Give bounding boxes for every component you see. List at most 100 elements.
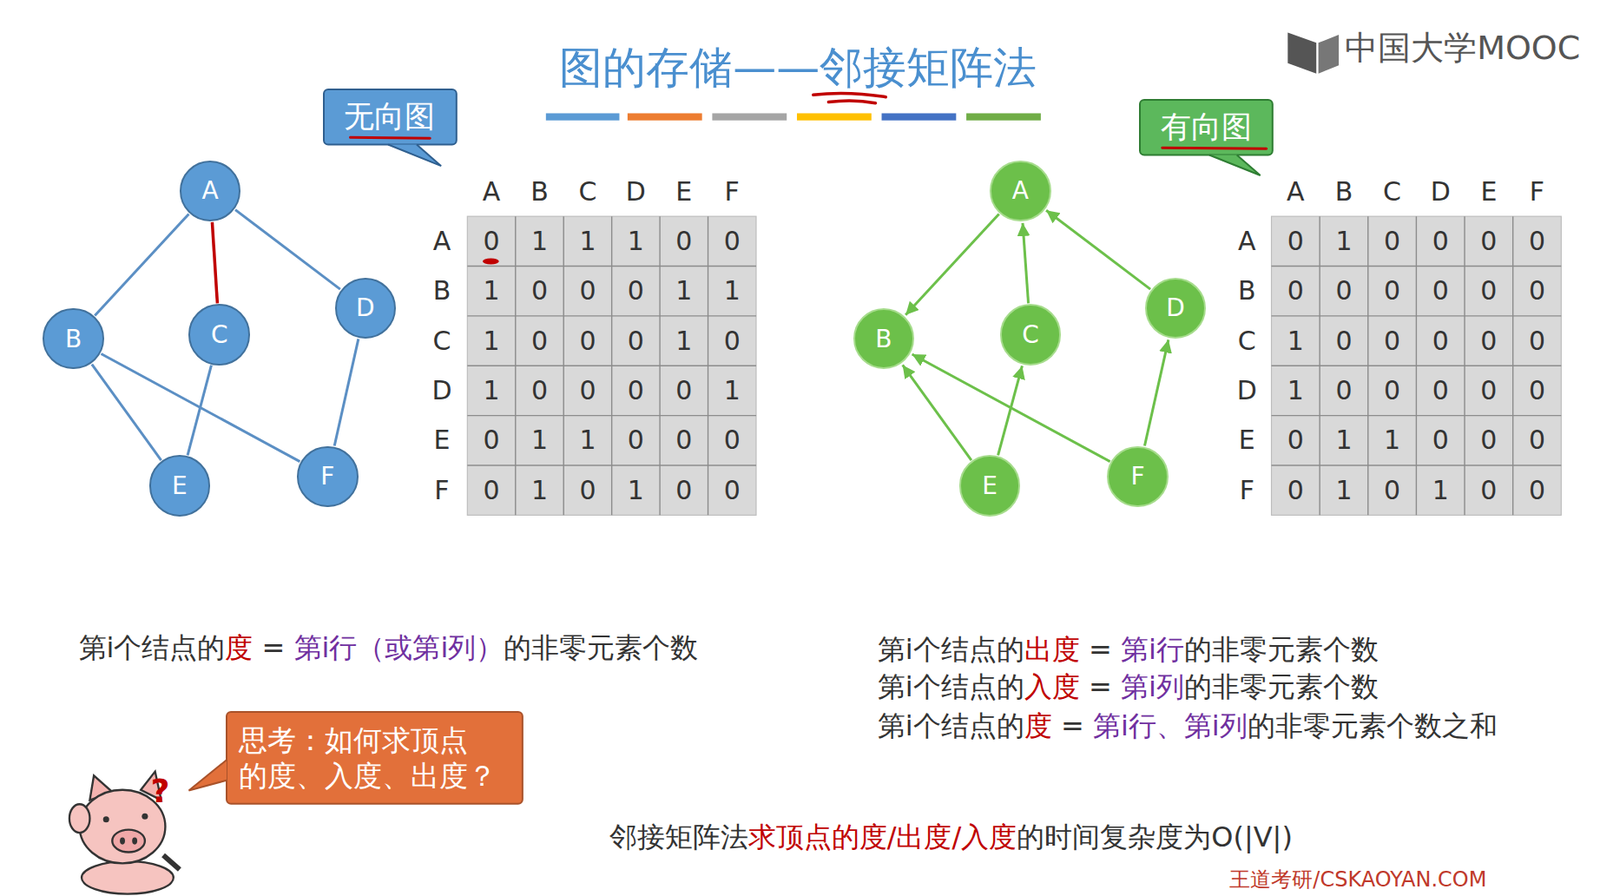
matrix-cell: 0 (579, 375, 596, 407)
color-bars (711, 112, 787, 120)
matrix-cell: 1 (1287, 325, 1304, 357)
matrix-cell: 1 (627, 474, 645, 507)
matrix-cell: 0 (1432, 424, 1449, 456)
text-segment: 度 (224, 631, 253, 665)
matrix-cell: 0 (675, 225, 692, 257)
matrix-cell: 0 (1287, 424, 1304, 456)
callout-shape (188, 760, 226, 791)
matrix-grid (1271, 216, 1562, 515)
text-segment: = (1052, 708, 1094, 742)
red-mark (482, 257, 500, 264)
row-header: C (432, 325, 451, 357)
callout-shape (1162, 147, 1267, 149)
matrix-cell: 0 (1287, 275, 1304, 307)
matrix-cell: 0 (1528, 225, 1546, 257)
graph-edge (235, 210, 341, 290)
page-title: 图的存储——邻接矩阵法 (559, 41, 1037, 94)
text-segment: = (1079, 632, 1121, 666)
row-header: B (433, 275, 452, 307)
text-segment: 第i行、第i列 (1093, 708, 1248, 742)
row-header: A (433, 225, 452, 257)
text-segment: 出度 (1024, 632, 1080, 666)
text-segment: = (1079, 670, 1121, 704)
column-header: B (530, 176, 549, 208)
column-header: A (482, 176, 501, 208)
vertex-circle: F (296, 446, 359, 508)
column-header: C (578, 176, 597, 208)
matrix-cell: 0 (1480, 225, 1497, 257)
matrix-cell: 0 (724, 474, 741, 507)
node-text: F (1130, 461, 1145, 491)
color-bars (546, 112, 1041, 120)
matrix-grid (1512, 216, 1514, 515)
matrix-cell: 0 (482, 424, 500, 456)
matrix-cell: 0 (579, 325, 596, 357)
matrix-cell: 0 (1432, 375, 1449, 407)
text-line: 第i个结点的度 = 第i行、第i列的非零元素个数之和 (877, 708, 1498, 742)
graph-edge (1022, 223, 1029, 303)
matrix-cell: 0 (627, 325, 645, 357)
matrix-cell: 0 (724, 424, 741, 456)
vertex-circle: B (42, 308, 105, 370)
graph-edge (912, 354, 1111, 462)
vertex-circle: D (335, 277, 397, 340)
callout-shape (1209, 155, 1261, 177)
matrix-cell: 0 (724, 325, 741, 357)
graph-edge (94, 213, 189, 316)
pig-illustration (69, 803, 91, 833)
node-text: A (1012, 176, 1029, 205)
graph-edge (1144, 339, 1168, 446)
text-segment: 第i个结点的 (877, 708, 1025, 742)
row-header: C (1237, 325, 1257, 357)
matrix-cell: 0 (1480, 275, 1497, 307)
graph-edge (905, 213, 1000, 315)
text-segment: 第i行（或第i列） (294, 631, 505, 665)
matrix-cell: 0 (531, 275, 548, 307)
text-segment: 度 (1024, 708, 1053, 742)
logo-text: 中国大学MOOC (1344, 29, 1581, 70)
matrix-grid (1271, 414, 1562, 416)
matrix-cell: 0 (675, 424, 692, 456)
matrix-cell: 1 (675, 325, 692, 357)
matrix-cell: 1 (675, 275, 692, 307)
callout-shape (188, 760, 226, 791)
matrix-cell: 0 (1335, 325, 1352, 357)
column-header: F (724, 176, 740, 208)
callout-box: 思考：如何求顶点 的度、入度、出度？ (226, 711, 523, 804)
text-segment: 邻接矩阵法 (609, 820, 749, 854)
pig-illustration (103, 816, 110, 823)
text-segment: 的时间复杂度为 (1016, 820, 1212, 854)
callout-shape (1209, 155, 1261, 177)
matrix-cell: 0 (1335, 275, 1352, 307)
matrix-cell: 0 (675, 474, 692, 507)
matrix-cell: 0 (1480, 424, 1497, 456)
matrix-cell: 0 (1383, 225, 1401, 257)
row-header: B (1237, 275, 1257, 307)
callout-shape (1139, 99, 1273, 155)
node-text: B (875, 324, 892, 354)
node-text: D (355, 293, 376, 323)
matrix-grid (467, 216, 757, 515)
matrix-cell: 0 (627, 424, 645, 456)
matrix-cell: 0 (1383, 375, 1401, 407)
callout-box: 有向图 (1139, 99, 1273, 155)
text-segment: 第i行 (1120, 632, 1185, 666)
text-segment: O(|V|) (1211, 820, 1293, 854)
matrix-cell: 0 (1335, 375, 1352, 407)
callout-shape (388, 144, 442, 167)
text-segment: 的非零元素个数 (1184, 670, 1379, 704)
node-text: 有向图 (1160, 108, 1252, 147)
graph-edge (100, 353, 300, 461)
pig-illustration (111, 829, 145, 853)
matrix-cell: 0 (1480, 325, 1497, 357)
pig-illustration (141, 813, 148, 820)
text-line: 第i个结点的入度 = 第i列的非零元素个数 (877, 670, 1379, 704)
column-header: A (1286, 176, 1305, 208)
logo-icon (1287, 32, 1339, 74)
matrix-cell: 1 (1287, 375, 1304, 407)
text-segment: 入度 (1024, 670, 1080, 704)
callout-box: 无向图 (323, 89, 457, 145)
node-text: E (981, 471, 998, 501)
color-bars (627, 112, 703, 120)
